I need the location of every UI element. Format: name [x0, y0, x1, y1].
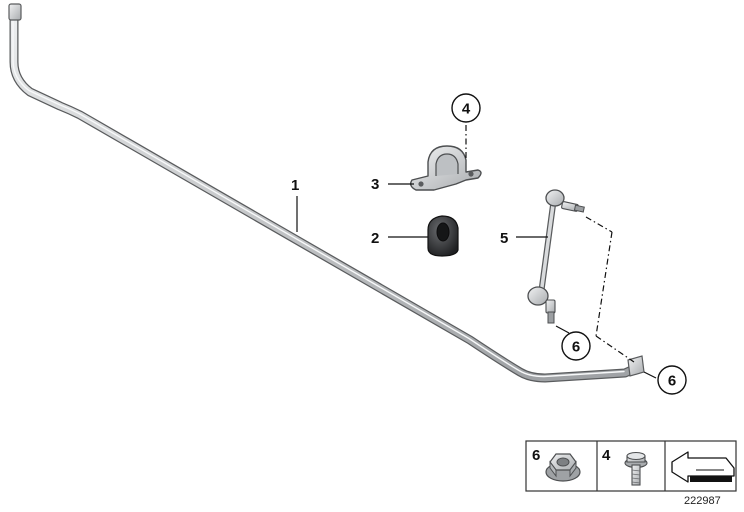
legend-nut-label: 6: [532, 447, 540, 464]
callout-2: 2: [371, 230, 379, 247]
document-number: 222987: [684, 495, 721, 507]
stabilizer-link: [527, 189, 585, 324]
callout-5: 5: [500, 230, 508, 247]
bar-bracket: [409, 145, 482, 191]
callout-6a: 6: [572, 339, 580, 356]
legend-bolt-label: 4: [602, 447, 611, 464]
callout-6a-circle: 6: [561, 331, 591, 361]
installation-direction-icon: [671, 451, 735, 483]
hex-nut-icon: [545, 453, 581, 482]
stabilizer-bar: [8, 3, 645, 383]
callout-4: 4: [462, 101, 471, 118]
callout-1: 1: [291, 177, 299, 194]
hardware-legend: 6 4: [525, 440, 737, 492]
callout-3: 3: [371, 176, 379, 193]
leader-lines: [296, 125, 657, 379]
callout-4-circle: 4: [451, 93, 481, 123]
callout-6b: 6: [668, 373, 676, 390]
bolt-icon: [624, 451, 648, 486]
callout-6b-circle: 6: [657, 365, 687, 395]
rubber-bushing: [427, 215, 459, 257]
